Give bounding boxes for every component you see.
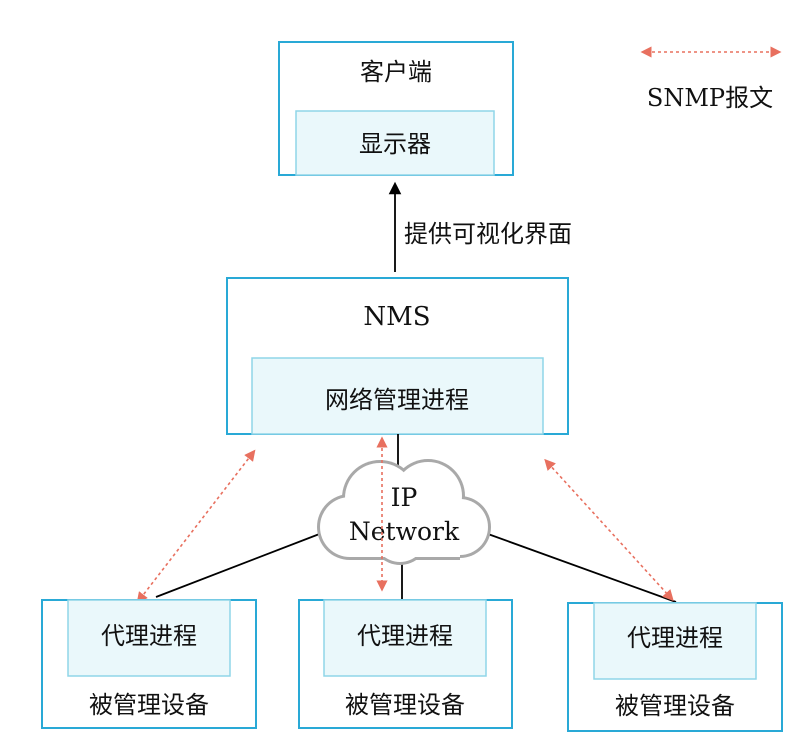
nms-process-box bbox=[251, 357, 544, 435]
legend-label: SNMP报文 bbox=[647, 84, 773, 112]
agent-label-2: 代理进程 bbox=[357, 622, 453, 650]
snmp-arrow-device-3 bbox=[544, 458, 674, 602]
display-box bbox=[295, 110, 495, 176]
network-label-ip: IP bbox=[391, 483, 418, 512]
agent-label-3: 代理进程 bbox=[627, 624, 723, 652]
nms-process-label: 网络管理进程 bbox=[325, 386, 469, 414]
network-label-network: Network bbox=[349, 517, 460, 546]
edge-label: 提供可视化界面 bbox=[404, 220, 572, 248]
agent-label-1: 代理进程 bbox=[101, 622, 197, 650]
snmp-arrow-device-1 bbox=[136, 449, 256, 604]
link-cloud-device-3 bbox=[487, 533, 677, 603]
agent-box-3 bbox=[593, 602, 757, 680]
display-label: 显示器 bbox=[359, 130, 431, 158]
device-title-3: 被管理设备 bbox=[615, 692, 735, 720]
nms-title: NMS bbox=[363, 302, 430, 332]
client-title: 客户端 bbox=[360, 58, 432, 86]
device-title-2: 被管理设备 bbox=[345, 691, 465, 719]
network-cloud bbox=[317, 459, 491, 565]
device-title-1: 被管理设备 bbox=[89, 691, 209, 719]
agent-box-2 bbox=[323, 599, 487, 677]
agent-box-1 bbox=[67, 599, 231, 677]
link-cloud-device-1 bbox=[155, 532, 323, 598]
